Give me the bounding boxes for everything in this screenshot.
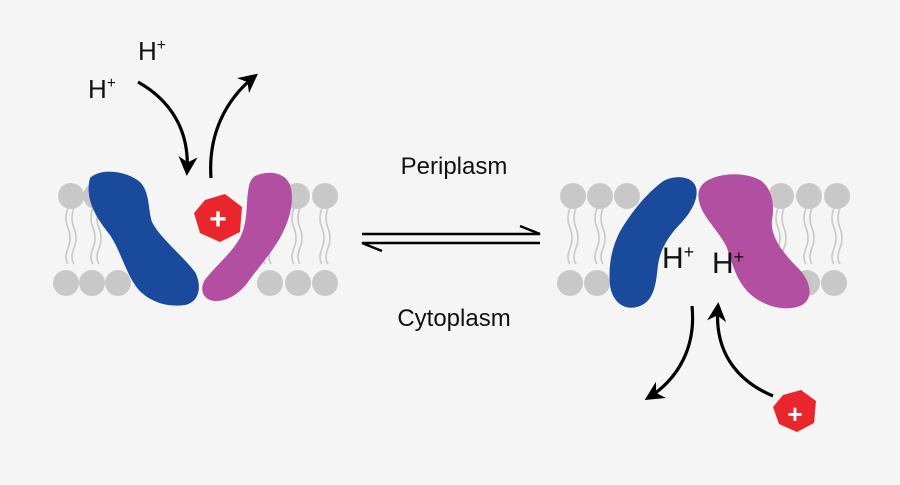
lipid-head: [312, 183, 338, 209]
lipid-head: [796, 183, 822, 209]
lipid-head: [587, 183, 613, 209]
proton-label: H+: [138, 36, 166, 66]
cytoplasm-label: Cytoplasm: [397, 305, 510, 332]
proton-label: H+: [712, 247, 744, 280]
right-membrane: [557, 174, 850, 309]
lipid-head: [257, 270, 283, 296]
proton-label: H+: [662, 242, 694, 275]
left-magenta-domain: [202, 172, 292, 302]
equilibrium-arrows: [361, 224, 541, 253]
lipid-head: [79, 270, 105, 296]
left-proton-labels: H+ H+: [88, 36, 166, 104]
lipid-head: [557, 270, 583, 296]
lipid-head: [614, 183, 640, 209]
lipid-head: [58, 183, 84, 209]
reverse-half-arrow: [361, 241, 540, 253]
lipid-head: [560, 183, 586, 209]
cation-uptake-arrow: [707, 302, 774, 398]
left-blue-domain: [88, 171, 199, 306]
proton-release-arrow: [644, 305, 695, 401]
forward-half-arrow: [362, 224, 541, 236]
left-cation: +: [194, 194, 242, 242]
lipid-head: [53, 270, 79, 296]
right-cation: +: [773, 390, 816, 432]
lipid-head: [824, 183, 850, 209]
left-membrane: +: [53, 171, 338, 306]
lipid-head: [105, 270, 131, 296]
cation-efflux-arrow: [209, 73, 258, 179]
right-blue-domain: [609, 177, 697, 308]
proton-influx-arrow: [137, 80, 198, 176]
right-magenta-domain: [698, 174, 810, 309]
lipid-head: [584, 270, 610, 296]
lipid-head: [285, 270, 311, 296]
lipid-head: [768, 183, 794, 209]
lipid-head: [821, 270, 847, 296]
cation-plus-symbol: +: [787, 399, 802, 429]
right-lipid-tails: [567, 207, 843, 265]
lipid-head: [312, 270, 338, 296]
proton-label: H+: [88, 74, 116, 104]
periplasm-label: Periplasm: [401, 153, 508, 180]
right-proton-labels: H+ H+: [662, 242, 744, 280]
cation-plus-symbol: +: [209, 203, 227, 236]
